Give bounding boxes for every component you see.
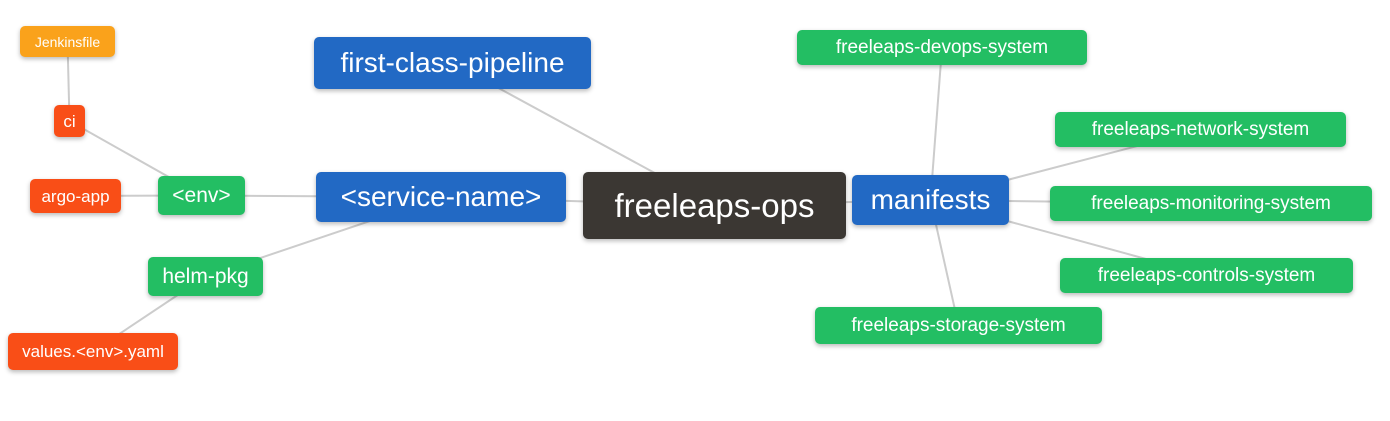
- edge-manifests-devops: [929, 47, 943, 201]
- node-freeleaps-devops-system[interactable]: freeleaps-devops-system: [797, 30, 1087, 65]
- node-manifests[interactable]: manifests: [852, 175, 1009, 225]
- node-first-class-pipeline[interactable]: first-class-pipeline: [314, 37, 591, 89]
- node-argo-app[interactable]: argo-app: [30, 179, 121, 213]
- node-freeleaps-ops-root[interactable]: freeleaps-ops: [583, 172, 846, 239]
- node-service-name[interactable]: <service-name>: [316, 172, 566, 222]
- node-env[interactable]: <env>: [158, 176, 245, 215]
- node-jenkinsfile[interactable]: Jenkinsfile: [20, 26, 115, 57]
- node-freeleaps-monitoring-system[interactable]: freeleaps-monitoring-system: [1050, 186, 1372, 221]
- node-values-env-yaml[interactable]: values.<env>.yaml: [8, 333, 178, 370]
- node-ci[interactable]: ci: [54, 105, 85, 137]
- node-freeleaps-controls-system[interactable]: freeleaps-controls-system: [1060, 258, 1353, 293]
- node-helm-pkg[interactable]: helm-pkg: [148, 257, 263, 296]
- node-freeleaps-network-system[interactable]: freeleaps-network-system: [1055, 112, 1346, 147]
- node-freeleaps-storage-system[interactable]: freeleaps-storage-system: [815, 307, 1102, 344]
